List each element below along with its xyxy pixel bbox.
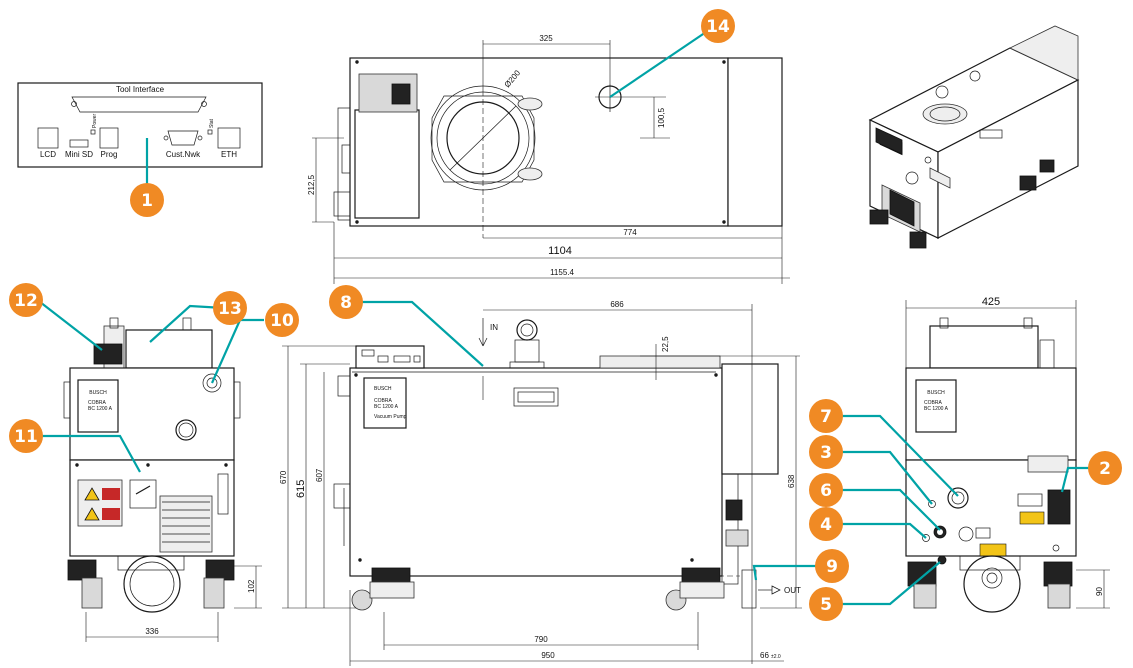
callout-4: 4: [809, 507, 843, 541]
dim-1104: 1104: [548, 245, 572, 257]
isometric-view: [868, 25, 1080, 249]
svg-text:14: 14: [706, 17, 730, 37]
svg-text:1: 1: [141, 191, 153, 211]
port-label-lcd: LCD: [40, 150, 56, 159]
in-label: IN: [490, 323, 498, 332]
tool-interface-panel: Tool Interface LCD Mini SD Prog Cust.Nwk…: [17, 82, 263, 168]
lcd-port: [37, 127, 59, 149]
dim-1155-4: 1155.4: [550, 268, 574, 277]
dim-950: 950: [541, 651, 555, 660]
svg-text:12: 12: [14, 291, 38, 311]
side-model-2: BC 1200 A: [374, 404, 399, 410]
callout-9: 9: [815, 549, 849, 583]
dim-790: 790: [534, 635, 548, 644]
dim-66: 66: [760, 651, 769, 660]
dim-615: 615: [295, 480, 307, 498]
callout-6: 6: [809, 473, 843, 507]
callout-12: 12: [9, 283, 43, 317]
cust-nwk-port: [167, 130, 199, 146]
svg-text:8: 8: [340, 293, 352, 313]
front-brand: BUSCH: [89, 390, 107, 396]
stat-label: Stat: [209, 118, 215, 128]
rear-view: BUSCH COBRA BC 1200 A 425 90: [905, 296, 1110, 613]
callout-11: 11: [9, 419, 43, 453]
svg-text:11: 11: [14, 427, 38, 447]
dim-774: 774: [623, 228, 637, 237]
port-label-minisd: Mini SD: [65, 150, 93, 159]
top-view: 325 Ø200 100,5 212,5 774 1104 1155.4: [307, 34, 790, 284]
dim-336: 336: [145, 627, 159, 636]
callout-10: 10: [265, 303, 299, 337]
svg-text:7: 7: [820, 407, 832, 427]
callout-13: 13: [213, 291, 247, 325]
callout-14: 14: [701, 9, 735, 43]
dim-686: 686: [610, 300, 624, 309]
side-subtitle: Vacuum Pump: [374, 414, 407, 420]
mini-sd-port: [69, 139, 89, 148]
port-label-prog: Prog: [101, 150, 118, 159]
dim-670: 670: [279, 470, 288, 484]
dim-100-5: 100,5: [657, 107, 666, 128]
svg-text:2: 2: [1099, 459, 1111, 479]
svg-text:13: 13: [218, 299, 242, 319]
callout-5: 5: [809, 587, 843, 621]
dim-102: 102: [247, 579, 256, 593]
dim-212-5: 212,5: [307, 174, 316, 195]
callout-7: 7: [809, 399, 843, 433]
callout-3: 3: [809, 435, 843, 469]
svg-text:5: 5: [820, 595, 832, 615]
dim-90: 90: [1095, 587, 1104, 596]
side-model-1: COBRA: [374, 398, 392, 404]
eth-port: [217, 127, 241, 149]
dim-607: 607: [315, 468, 324, 482]
svg-text:3: 3: [820, 443, 832, 463]
rear-model-2: BC 1200 A: [924, 406, 949, 412]
tool-interface-title: Tool Interface: [116, 85, 165, 94]
side-view: BUSCH COBRA BC 1200 A Vacuum Pump IN: [279, 300, 802, 666]
rear-model-1: COBRA: [924, 400, 942, 406]
callout-leaders: [34, 27, 1092, 606]
front-view: BUSCH COBRA BC 1200 A: [63, 317, 262, 642]
dim-325: 325: [539, 34, 553, 43]
dim-425: 425: [982, 296, 1000, 308]
callout-1: 1: [130, 183, 164, 217]
dim-638: 638: [787, 474, 796, 488]
svg-text:9: 9: [826, 557, 838, 577]
out-label: OUT: [784, 586, 801, 595]
svg-text:4: 4: [820, 515, 832, 535]
power-label: Power: [92, 113, 98, 128]
rear-brand: BUSCH: [927, 390, 945, 396]
callout-2: 2: [1088, 451, 1122, 485]
svg-text:10: 10: [270, 311, 294, 331]
callout-8: 8: [329, 285, 363, 319]
port-label-custnwk: Cust.Nwk: [166, 150, 201, 159]
side-brand: BUSCH: [374, 386, 392, 392]
port-label-eth: ETH: [221, 150, 237, 159]
front-model-1: COBRA: [88, 400, 106, 406]
warning-icon: [84, 487, 120, 521]
prog-port: [99, 127, 119, 149]
dim-22-5: 22,5: [661, 336, 670, 352]
svg-text:6: 6: [820, 481, 832, 501]
front-model-2: BC 1200 A: [88, 406, 113, 412]
dim-66-tol: ±2.0: [771, 654, 781, 660]
